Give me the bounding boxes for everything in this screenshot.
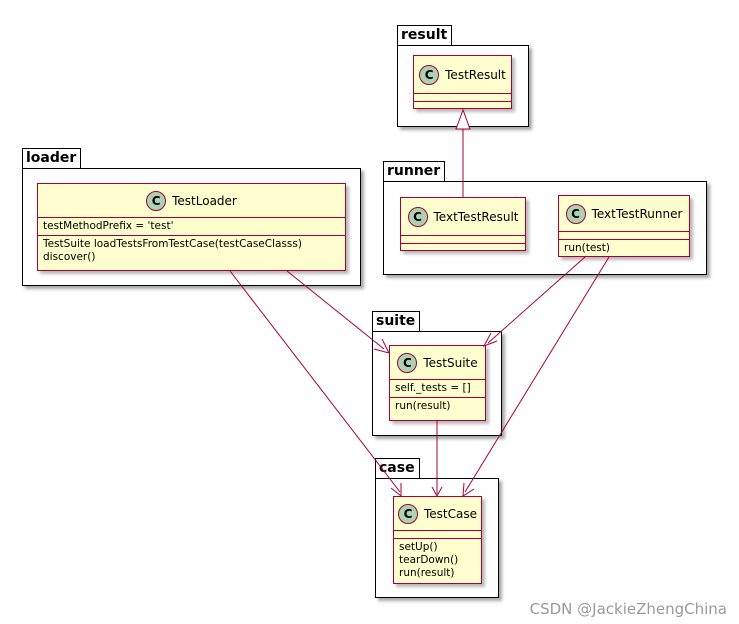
- dependency-line: [464, 256, 610, 493]
- dependency-line: [229, 270, 401, 493]
- class-stereotype-icon: C: [565, 203, 586, 224]
- method: run(result): [395, 400, 451, 412]
- class-name: TextTestRunner: [591, 206, 683, 221]
- package-result-label: result: [397, 25, 453, 45]
- class-name: TestResult: [445, 67, 506, 82]
- class-test-case: C TestCase setUp() tearDown() run(result…: [393, 496, 482, 584]
- class-methods: setUp() tearDown() run(result): [394, 539, 481, 582]
- class-name: TextTestResult: [433, 209, 519, 224]
- dependency-arrowhead: [482, 332, 498, 347]
- method: TestSuite loadTestsFromTestCase(testCase…: [43, 238, 302, 250]
- class-test-loader: C TestLoader testMethodPrefix = 'test' T…: [37, 183, 346, 271]
- package-case-label: case: [375, 458, 420, 478]
- class-name: TestCase: [424, 506, 477, 521]
- class-stereotype-icon: C: [146, 190, 167, 211]
- dependency-arrowhead: [462, 482, 475, 497]
- class-name: TestSuite: [423, 355, 478, 370]
- class-fields: self._tests = []: [390, 380, 485, 398]
- class-methods: run(result): [390, 398, 485, 415]
- method: tearDown(): [399, 554, 459, 566]
- class-stereotype-icon: C: [398, 503, 418, 524]
- class-name: TestLoader: [172, 193, 237, 208]
- dependency-arrowhead: [373, 338, 390, 354]
- watermark-text: CSDN @JackieZhengChina: [529, 600, 727, 618]
- dependency-line: [487, 256, 586, 344]
- class-stereotype-icon: C: [407, 206, 428, 227]
- inheritance-arrowhead: [455, 108, 471, 130]
- class-test-suite: C TestSuite self._tests = [] run(result): [389, 345, 486, 421]
- field: self._tests = []: [395, 382, 471, 394]
- class-stereotype-icon: C: [419, 64, 440, 85]
- class-text-test-runner: C TextTestRunner run(test): [558, 195, 690, 257]
- method: run(result): [399, 567, 455, 579]
- package-suite-label: suite: [372, 311, 421, 331]
- package-loader-label: loader: [22, 148, 82, 168]
- dependency-line: [286, 270, 385, 350]
- field: testMethodPrefix = 'test': [43, 220, 174, 232]
- method: run(test): [564, 242, 610, 254]
- class-stereotype-icon: C: [397, 352, 418, 373]
- class-methods: TestSuite loadTestsFromTestCase(testCase…: [38, 236, 345, 266]
- class-text-test-result: C TextTestResult: [400, 197, 526, 251]
- package-runner-label: runner: [383, 161, 446, 181]
- class-test-result: C TestResult: [413, 55, 512, 109]
- method: discover(): [43, 251, 96, 263]
- dependency-arrowhead: [431, 486, 443, 498]
- method: setUp(): [399, 541, 438, 553]
- class-fields: testMethodPrefix = 'test': [38, 218, 345, 236]
- dependency-arrowhead: [390, 483, 402, 498]
- class-methods: run(test): [559, 240, 689, 257]
